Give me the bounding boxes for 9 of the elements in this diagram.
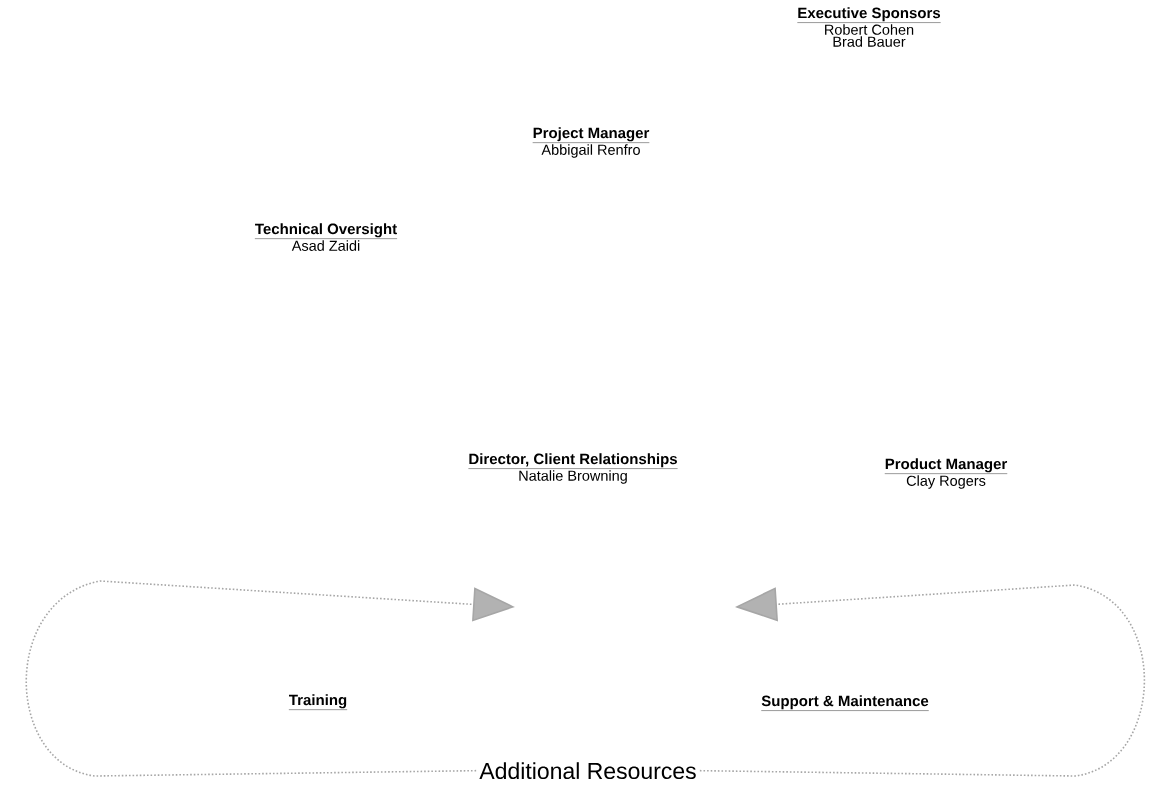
role-label: Training — [288, 694, 348, 710]
role-label: Executive Sponsors Robert Cohen Brad Bauer — [797, 7, 941, 47]
role-label: Support & Maintenance — [761, 695, 929, 711]
arrow — [699, 584, 1146, 777]
role-label: Project Manager Abbigail Renfro — [532, 127, 650, 158]
role-label: Technical Oversight Asad Zaidi — [254, 223, 398, 251]
role-label: Director, Client Relationships Natalie Browning — [468, 453, 678, 484]
role-label: Product Manager Clay Rogers — [884, 458, 1008, 489]
text-label: Additional Resources — [479, 762, 696, 780]
